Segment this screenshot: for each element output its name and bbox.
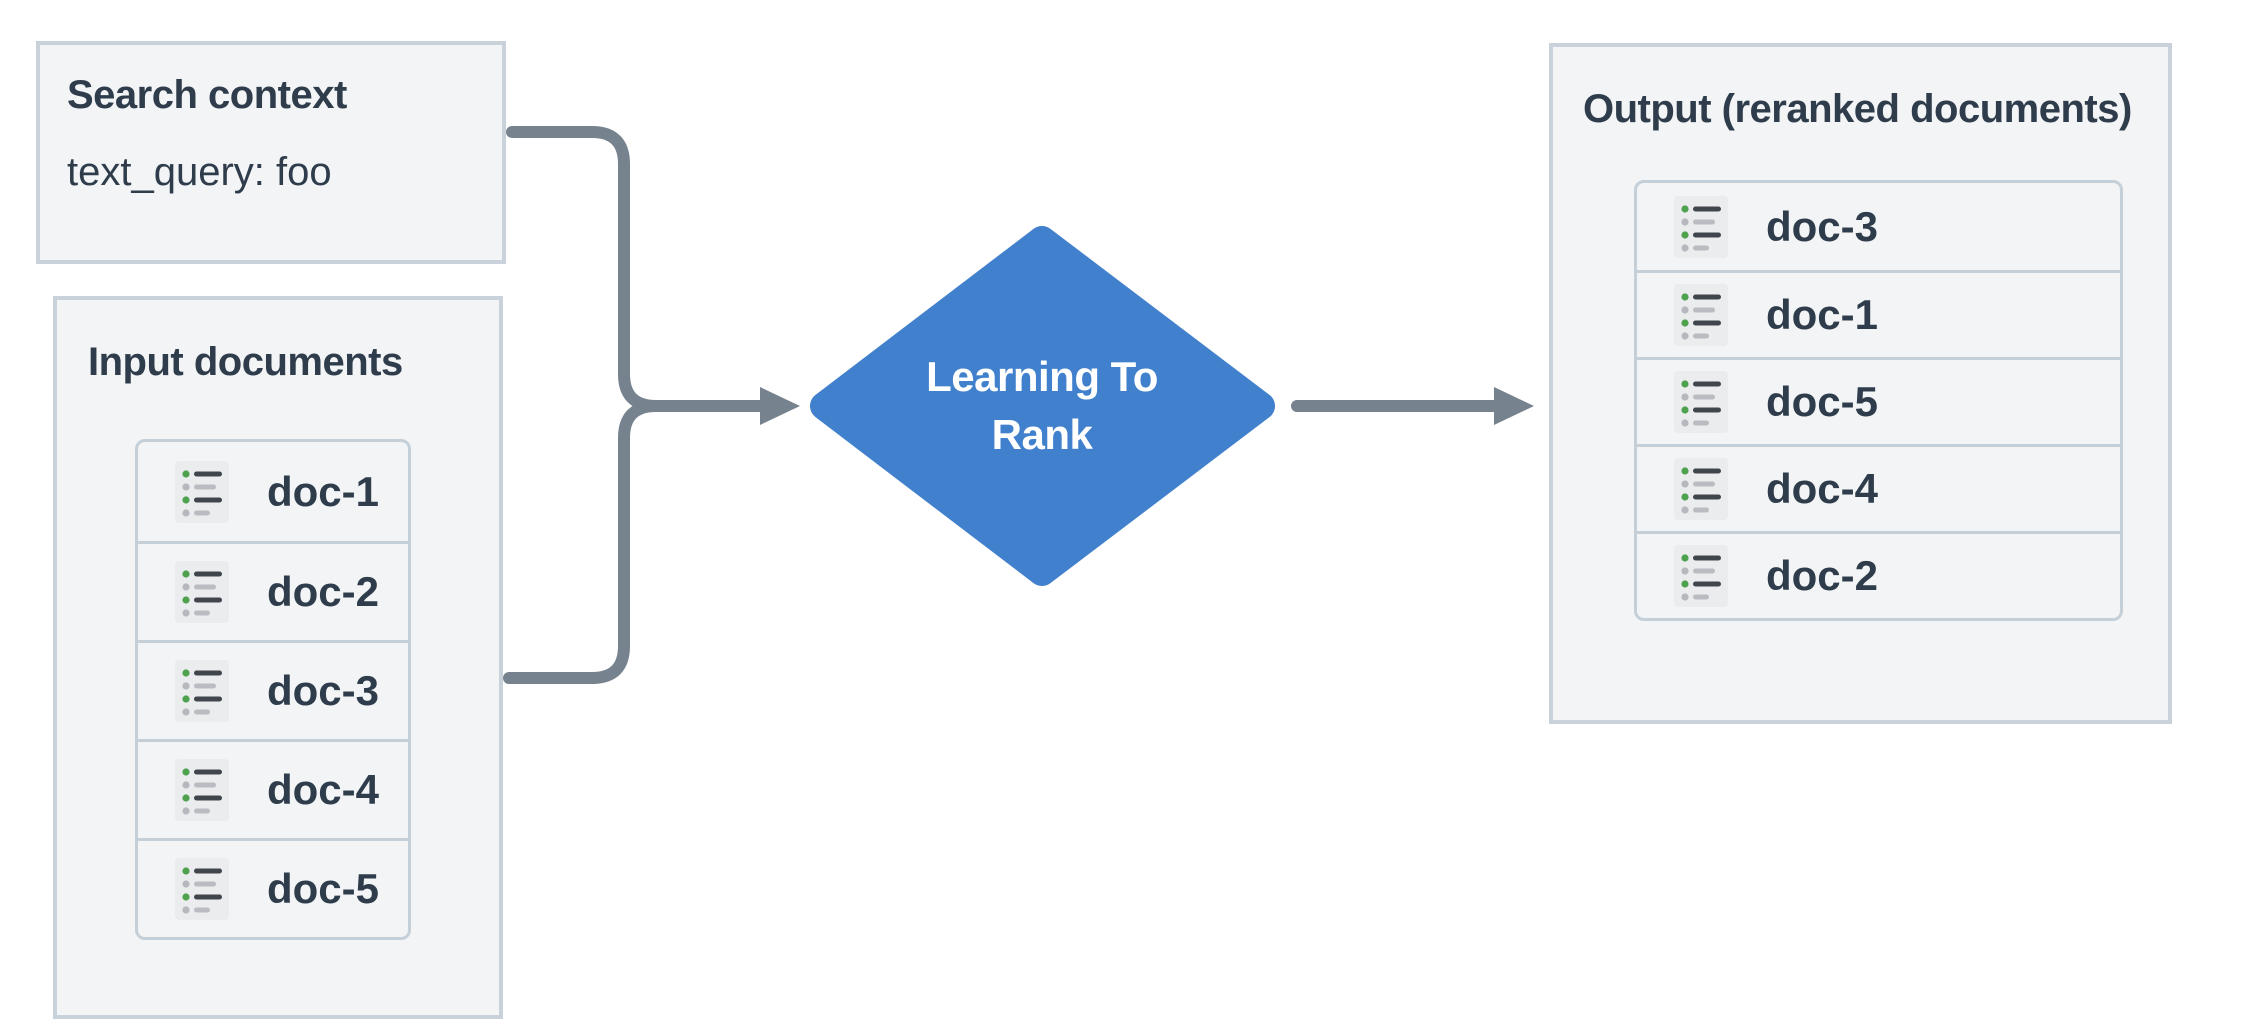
list-icon [175,460,229,523]
output-documents-title: Output (reranked documents) [1583,87,2132,131]
doc-label: doc-4 [1766,465,1879,512]
list-icon [175,660,229,722]
doc-row: doc-2 [138,541,408,640]
search-context-title: Search context [67,73,347,117]
doc-row: doc-1 [1637,270,2120,357]
list-icon [1674,284,1728,346]
doc-label: doc-4 [267,766,380,813]
output-doc-list: doc-3 doc-1 doc-5 do [1634,180,2123,621]
input-doc-list: doc-1 doc-2 doc-3 do [135,439,411,940]
doc-label: doc-3 [1766,202,1879,250]
ltr-label-line2: Rank [991,411,1093,458]
list-icon [1674,458,1728,520]
doc-row: doc-5 [138,838,408,937]
arrowhead-into-diamond [760,387,800,425]
doc-row: doc-3 [138,640,408,739]
list-icon [175,561,229,623]
connector-input-documents [503,400,662,684]
doc-label: doc-1 [267,467,380,515]
ltr-diamond [810,226,1275,586]
connector-search-context [506,126,662,412]
doc-label: doc-2 [267,568,380,615]
list-icon [175,858,229,920]
doc-row: doc-1 [138,442,408,541]
doc-label: doc-5 [267,865,380,912]
list-icon [1674,371,1728,433]
doc-row: doc-3 [1637,183,2120,270]
doc-label: doc-2 [1766,552,1879,599]
arrowhead-to-output [1494,387,1534,425]
doc-row: doc-4 [138,739,408,838]
doc-row: doc-4 [1637,444,2120,531]
search-context-box: Search context text_query: foo [36,41,506,264]
input-documents-title: Input documents [88,340,403,384]
list-icon [1674,195,1728,258]
input-documents-box: Input documents doc-1 doc-2 [53,296,503,1019]
search-context-query: text_query: foo [67,150,332,194]
doc-label: doc-5 [1766,378,1879,425]
doc-row: doc-2 [1637,531,2120,618]
doc-label: doc-1 [1766,291,1879,338]
ltr-diamond-label: Learning To Rank [862,348,1222,464]
output-documents-box: Output (reranked documents) doc-3 doc-1 [1549,43,2172,724]
ltr-label-line1: Learning To [926,353,1158,400]
list-icon [175,759,229,821]
doc-label: doc-3 [267,667,380,714]
doc-row: doc-5 [1637,357,2120,444]
list-icon [1674,545,1728,607]
